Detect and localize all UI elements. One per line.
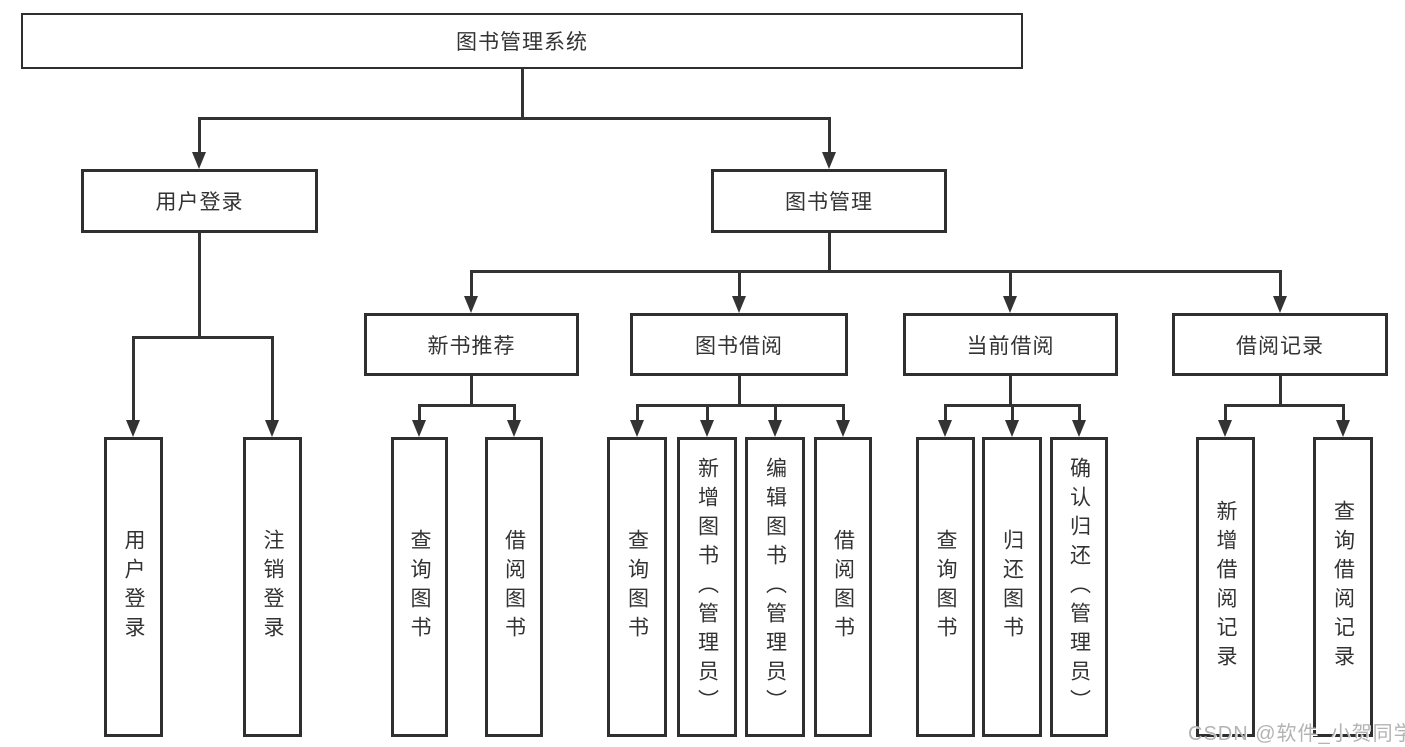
leaf-label: 借阅图书: [502, 529, 526, 645]
connector-line: [470, 376, 473, 406]
node-user-login: 用户登录: [81, 169, 318, 233]
connector-line: [418, 404, 515, 407]
connector-line: [636, 404, 844, 407]
leaf-label: 借阅图书: [831, 529, 855, 645]
connector-line: [1279, 270, 1282, 298]
connector-line: [1224, 404, 1344, 407]
leaf-confirm-return-admin: 确认归还（管理员）: [1050, 437, 1108, 737]
arrow-down-icon: [1072, 420, 1086, 437]
arrow-down-icon: [1336, 420, 1350, 437]
connector-line: [944, 404, 947, 422]
arrow-down-icon: [1218, 420, 1232, 437]
connector-line: [1009, 270, 1012, 298]
arrow-down-icon: [836, 420, 850, 437]
leaf-label: 查询图书: [934, 529, 957, 645]
leaf-label: 新增借阅记录: [1214, 500, 1237, 674]
leaf-add-borrow-record: 新增借阅记录: [1196, 437, 1255, 737]
connector-line: [133, 336, 273, 339]
connector-line: [1009, 376, 1012, 406]
connector-line: [513, 404, 516, 422]
leaf-label: 查询图书: [625, 529, 649, 645]
connector-line: [706, 404, 709, 422]
arrow-down-icon: [412, 420, 426, 437]
connector-line: [418, 404, 421, 422]
leaf-label: 用户登录: [122, 529, 145, 645]
connector-line: [774, 404, 777, 422]
arrow-down-icon: [822, 152, 836, 169]
connector-line: [738, 376, 741, 406]
node-book-management: 图书管理: [711, 169, 947, 233]
arrow-down-icon: [1273, 296, 1287, 313]
connector-line: [1279, 376, 1282, 406]
connector-line: [521, 69, 524, 117]
leaf-label: 确认归还（管理员）: [1067, 456, 1091, 718]
arrow-down-icon: [700, 420, 714, 437]
leaf-label: 查询借阅记录: [1331, 500, 1355, 674]
leaf-query-books-recommend: 查询图书: [391, 437, 448, 737]
leaf-add-books-admin: 新增图书（管理员）: [677, 437, 737, 737]
arrow-down-icon: [126, 420, 140, 437]
connector-line: [1342, 404, 1345, 422]
arrow-down-icon: [1003, 296, 1017, 313]
leaf-borrow-books: 借阅图书: [814, 437, 872, 737]
connector-line: [636, 404, 639, 422]
node-library-management-system: 图书管理系统: [21, 13, 1023, 69]
arrow-down-icon: [1005, 420, 1019, 437]
leaf-logout: 注销登录: [243, 437, 302, 737]
leaf-label: 查询图书: [408, 529, 431, 645]
leaf-label: 编辑图书（管理员）: [763, 456, 787, 718]
leaf-return-books: 归还图书: [982, 437, 1042, 737]
leaf-edit-books-admin: 编辑图书（管理员）: [745, 437, 805, 737]
connector-line: [738, 270, 741, 298]
node-borrow-records: 借阅记录: [1172, 313, 1388, 376]
connector-line: [828, 117, 831, 153]
arrow-down-icon: [464, 296, 478, 313]
connector-line: [271, 336, 274, 422]
node-current-borrow: 当前借阅: [903, 313, 1118, 376]
node-book-borrow: 图书借阅: [630, 313, 848, 376]
leaf-label: 注销登录: [261, 529, 284, 645]
connector-line: [1078, 404, 1081, 422]
arrow-down-icon: [630, 420, 644, 437]
watermark: CSDN @软件_小贺同学: [1188, 723, 1405, 745]
connector-line: [1224, 404, 1227, 422]
leaf-query-books-borrow: 查询图书: [607, 437, 667, 737]
connector-line: [1011, 404, 1014, 422]
connector-line: [198, 233, 201, 337]
connector-line: [470, 270, 473, 298]
arrow-down-icon: [768, 420, 782, 437]
arrow-down-icon: [938, 420, 952, 437]
connector-line: [828, 233, 831, 272]
connector-line: [198, 117, 831, 120]
arrow-down-icon: [192, 152, 206, 169]
arrow-down-icon: [732, 296, 746, 313]
node-new-book-recommend: 新书推荐: [364, 313, 579, 376]
connector-line: [842, 404, 845, 422]
arrow-down-icon: [507, 420, 521, 437]
connector-line: [198, 117, 201, 153]
connector-line: [470, 270, 1281, 273]
leaf-query-borrow-record: 查询借阅记录: [1313, 437, 1373, 737]
leaf-borrow-books-recommend: 借阅图书: [485, 437, 543, 737]
arrow-down-icon: [265, 420, 279, 437]
leaf-label: 新增图书（管理员）: [695, 456, 719, 718]
leaf-label: 归还图书: [1000, 529, 1024, 645]
connector-line: [132, 336, 135, 422]
leaf-user-login: 用户登录: [104, 437, 163, 737]
leaf-query-books-current: 查询图书: [916, 437, 975, 737]
